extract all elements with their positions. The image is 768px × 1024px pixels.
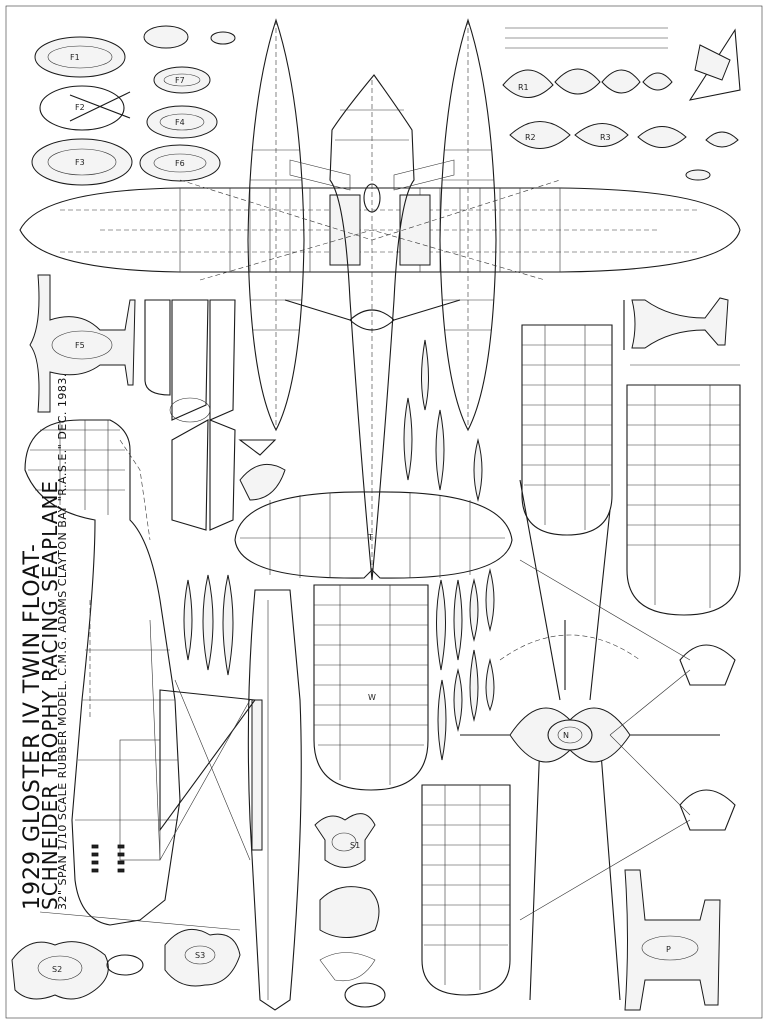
label-f4: F4 [175, 118, 185, 127]
label-s3: S3 [195, 951, 205, 960]
label-r2: R2 [525, 133, 536, 142]
label-f1: F1 [70, 53, 80, 62]
label-s2: S2 [52, 965, 62, 974]
tailplane-parts [144, 299, 286, 531]
tailplane-plan [234, 491, 513, 579]
label-f3: F3 [75, 158, 85, 167]
wing-panels [313, 324, 741, 996]
propeller-blades [183, 339, 495, 761]
drawing-title-line3: 32" SPAN 1/10 SCALE RUBBER MODEL. C.M.G.… [56, 373, 69, 910]
main-wing-plan [19, 187, 741, 273]
fuselage-plan [179, 74, 561, 581]
top-left-formers [31, 25, 236, 186]
label-f6: F6 [175, 159, 185, 168]
label-t: T [367, 533, 373, 542]
label-f7: F7 [175, 76, 185, 85]
floats-plan [247, 18, 497, 432]
label-r1: R1 [518, 83, 529, 92]
label-w: W [368, 693, 376, 702]
label-f5: F5 [75, 341, 85, 350]
label-n: N [563, 731, 569, 740]
label-f2: F2 [75, 103, 85, 112]
front-view [460, 479, 736, 1001]
label-p: P [666, 945, 671, 954]
label-r3: R3 [600, 133, 611, 142]
lower-formers [11, 813, 721, 1011]
top-right-ribs [502, 27, 741, 181]
left-fin-former: F5 [29, 274, 136, 413]
sheet-border [5, 5, 763, 1019]
fuselage-side [24, 419, 302, 1011]
label-s1: S1 [350, 841, 360, 850]
right-fin-former [623, 297, 729, 350]
